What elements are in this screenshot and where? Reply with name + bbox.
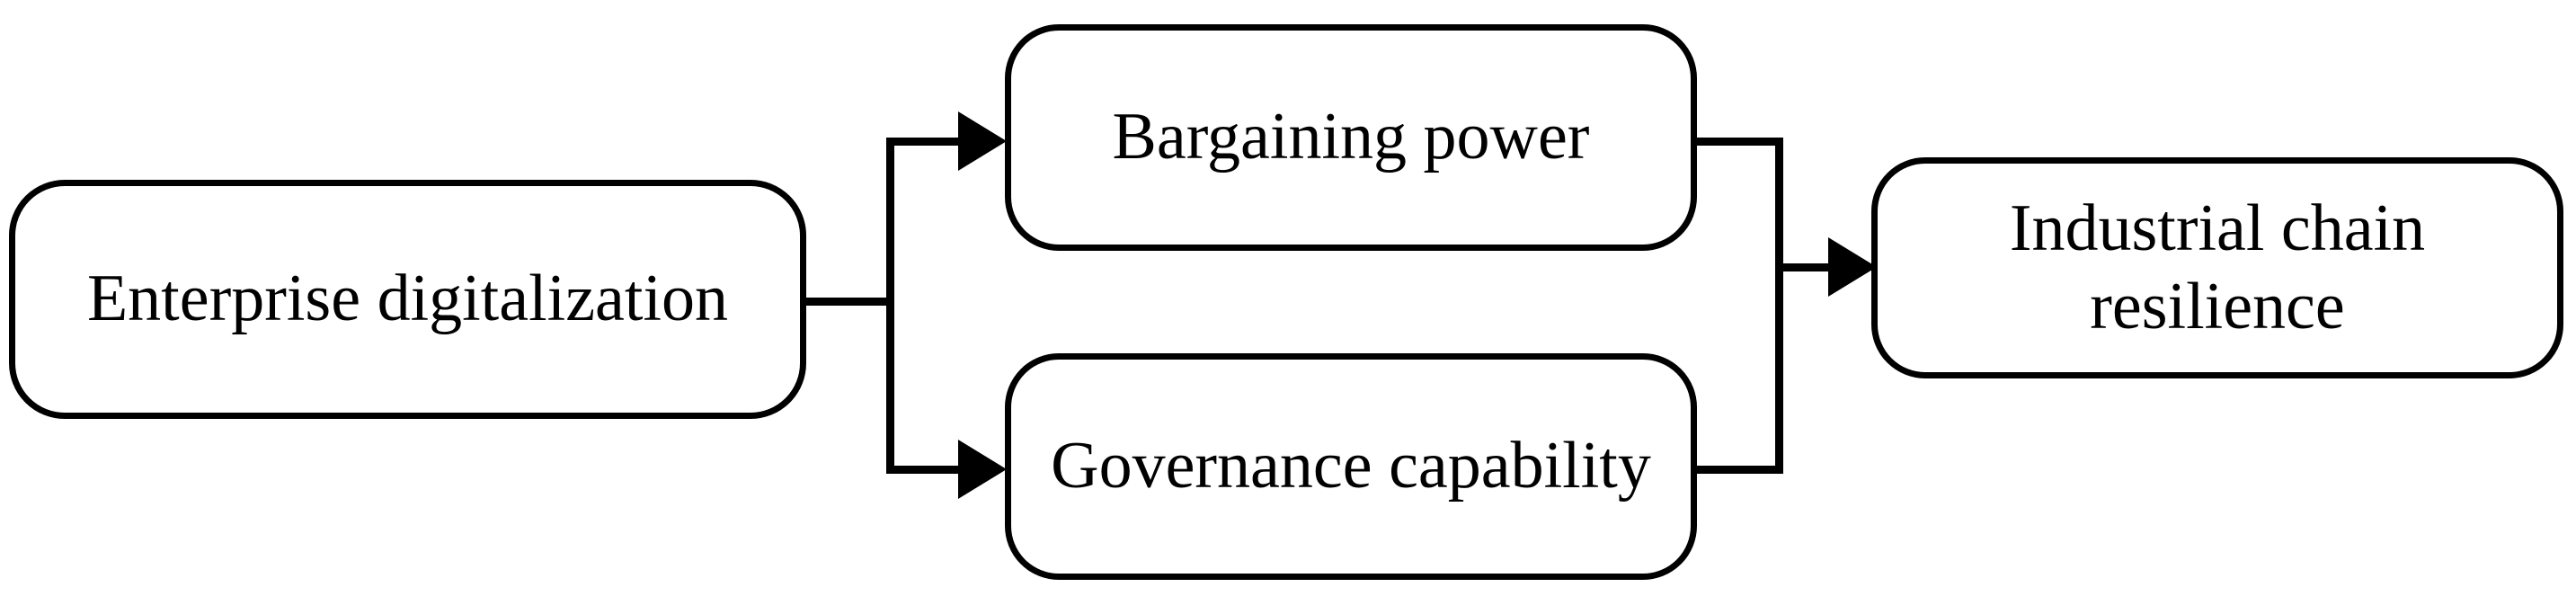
- node-label-bargaining-power: Bargaining power: [1112, 100, 1590, 174]
- connector-source-stub: [803, 298, 894, 306]
- arrowhead-right-icon-to-outcome: [1828, 237, 1877, 297]
- node-enterprise-digitalization: Enterprise digitalization: [9, 180, 806, 419]
- connector-split-vertical: [886, 138, 894, 474]
- arrowhead-right-icon-to-bargaining: [958, 111, 1007, 171]
- connector-bargaining-to-merge: [1693, 138, 1783, 146]
- connector-merge-to-outcome: [1775, 263, 1842, 271]
- node-label-industrial-chain-resilience: Industrial chain resilience: [2009, 191, 2426, 343]
- node-bargaining-power: Bargaining power: [1005, 24, 1697, 251]
- node-label-governance-capability: Governance capability: [1051, 429, 1651, 503]
- node-industrial-chain-resilience: Industrial chain resilience: [1871, 157, 2563, 378]
- node-label-enterprise-digitalization: Enterprise digitalization: [86, 262, 729, 336]
- connector-governance-to-merge: [1693, 466, 1783, 474]
- node-governance-capability: Governance capability: [1005, 353, 1697, 580]
- arrowhead-right-icon-to-governance: [958, 440, 1007, 499]
- connector-source-to-bargaining: [886, 138, 973, 146]
- connector-merge-vertical: [1775, 138, 1783, 474]
- connector-source-to-governance: [886, 466, 973, 474]
